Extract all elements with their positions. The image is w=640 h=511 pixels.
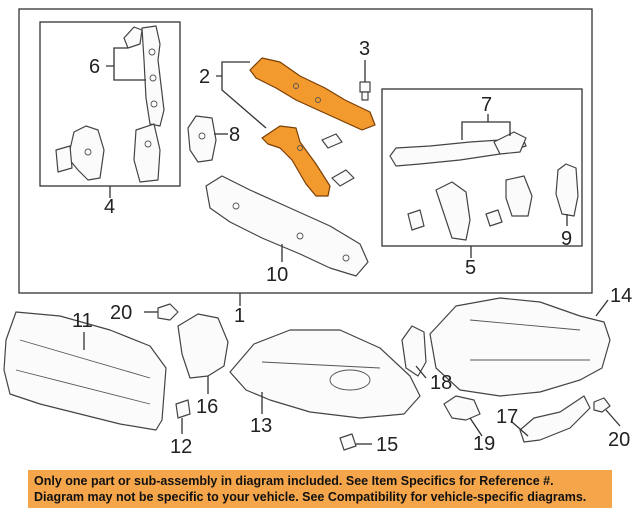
subassembly-box-5	[381, 88, 583, 247]
callout-20-left: 20	[110, 302, 132, 324]
callout-2: 2	[199, 66, 210, 88]
callout-11: 11	[72, 310, 93, 332]
part-5-lower-brackets	[407, 175, 533, 241]
callout-10: 10	[266, 264, 288, 286]
callout-1: 1	[234, 305, 245, 327]
part-10-lower-crossmember	[205, 175, 369, 277]
part-9-bracket	[555, 163, 579, 217]
callout-7: 7	[481, 94, 492, 116]
part-7-upper-members	[389, 131, 527, 167]
callout-19: 19	[473, 433, 495, 455]
callout-13: 13	[250, 415, 272, 437]
part-18-bracket	[401, 325, 427, 377]
part-20-clip-left	[157, 303, 179, 321]
part-20-clip-right	[593, 397, 611, 413]
callout-18: 18	[430, 372, 452, 394]
disclaimer-line-2: Diagram may not be specific to your vehi…	[34, 490, 587, 504]
callout-17: 17	[496, 406, 518, 428]
part-17-bracket	[519, 395, 591, 443]
callout-5: 5	[465, 257, 476, 279]
bolt-3	[359, 81, 371, 101]
part-11-deflector	[3, 311, 167, 431]
assembly-frame	[18, 8, 593, 294]
callout-12: 12	[170, 436, 192, 458]
bolts-center	[321, 133, 355, 187]
disclaimer-line-1: Only one part or sub-assembly in diagram…	[34, 474, 554, 488]
disclaimer-banner: Only one part or sub-assembly in diagram…	[28, 470, 612, 508]
callout-8: 8	[229, 124, 240, 146]
part-19-bracket	[443, 395, 481, 421]
leader-lines	[83, 47, 621, 445]
part-6-upper-brackets	[123, 25, 165, 127]
part-16-splash-shield	[177, 313, 229, 379]
callout-20-right: 20	[608, 429, 630, 451]
part-8-bracket	[187, 115, 217, 163]
callout-15: 15	[376, 434, 398, 456]
part-12-clip	[175, 399, 191, 419]
part-4-lower-brackets	[55, 123, 161, 183]
callout-9: 9	[561, 228, 572, 250]
part-14-lower-cover	[429, 297, 611, 397]
part-2-upper-support-highlighted	[249, 57, 376, 197]
callout-6: 6	[89, 56, 100, 78]
callout-16: 16	[196, 396, 218, 418]
callout-14: 14	[610, 285, 632, 307]
callout-4: 4	[104, 196, 115, 218]
callout-3: 3	[359, 38, 370, 60]
part-13-undercover	[229, 329, 421, 419]
part-15-clip	[339, 433, 357, 451]
